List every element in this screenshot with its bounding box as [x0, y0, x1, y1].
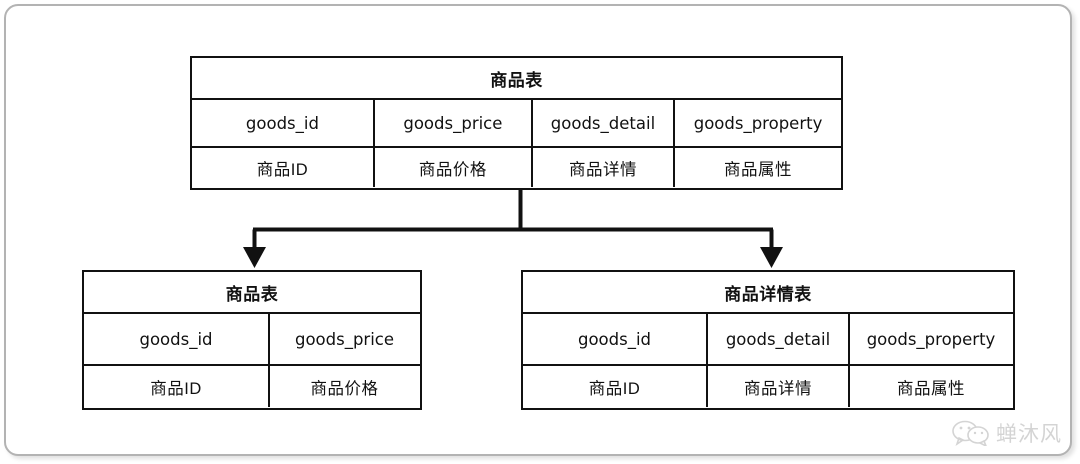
table-left-title-row: 商品表 [84, 272, 420, 312]
table-right-desc-goods-property: 商品属性 [848, 366, 1012, 407]
table-source-desc-goods-property: 商品属性 [673, 148, 841, 187]
table-left-field-goods-price: goods_price [268, 314, 419, 364]
table-right-field-goods-property: goods_property [848, 314, 1012, 364]
table-source-desc-goods-price: 商品价格 [372, 148, 531, 187]
table-left-title: 商品表 [225, 284, 279, 304]
table-source-field-goods-id: goods_id [245, 113, 319, 133]
table-right-field-goods-detail: goods_detail [706, 314, 848, 364]
table-left-field-goods-id: goods_id [139, 329, 213, 349]
table-source-field-goods-price: goods_price [372, 100, 531, 146]
table-source-title: 商品表 [490, 70, 543, 90]
table-source-field-row: goods_id goods_price goods_detail goods_… [192, 98, 841, 146]
table-right-title-row: 商品详情表 [523, 272, 1013, 312]
table-source-field-goods-property: goods_property [673, 100, 841, 146]
table-left-field-row: goods_id goods_price [84, 312, 420, 364]
table-right-desc-goods-id: 商品ID [588, 379, 641, 398]
table-left-desc-goods-price: 商品价格 [268, 366, 419, 407]
table-left-goods: 商品表 goods_id goods_price 商品ID 商品价格 [82, 270, 422, 410]
table-right-field-goods-id: goods_id [577, 329, 652, 349]
table-right-goods-detail: 商品详情表 goods_id goods_detail goods_proper… [521, 270, 1015, 410]
table-source-desc-goods-detail: 商品详情 [530, 148, 673, 187]
table-left-desc-goods-id: 商品ID [150, 379, 202, 398]
table-right-desc-row: 商品ID 商品详情 商品属性 [523, 364, 1013, 407]
table-right-field-row: goods_id goods_detail goods_property [523, 312, 1013, 364]
table-source-field-goods-detail: goods_detail [530, 100, 673, 146]
table-source-title-row: 商品表 [192, 58, 841, 98]
table-source-desc-goods-id: 商品ID [256, 160, 309, 179]
table-right-title: 商品详情表 [724, 284, 812, 304]
watermark-text: 蝉沐风 [996, 422, 1062, 446]
table-source-desc-row: 商品ID 商品价格 商品详情 商品属性 [192, 146, 841, 187]
table-source: 商品表 goods_id goods_price goods_detail go… [190, 56, 843, 190]
table-left-desc-row: 商品ID 商品价格 [84, 364, 420, 407]
wechat-icon [952, 420, 989, 446]
watermark: 蝉沐风 [951, 418, 1062, 448]
table-right-desc-goods-detail: 商品详情 [706, 366, 848, 407]
